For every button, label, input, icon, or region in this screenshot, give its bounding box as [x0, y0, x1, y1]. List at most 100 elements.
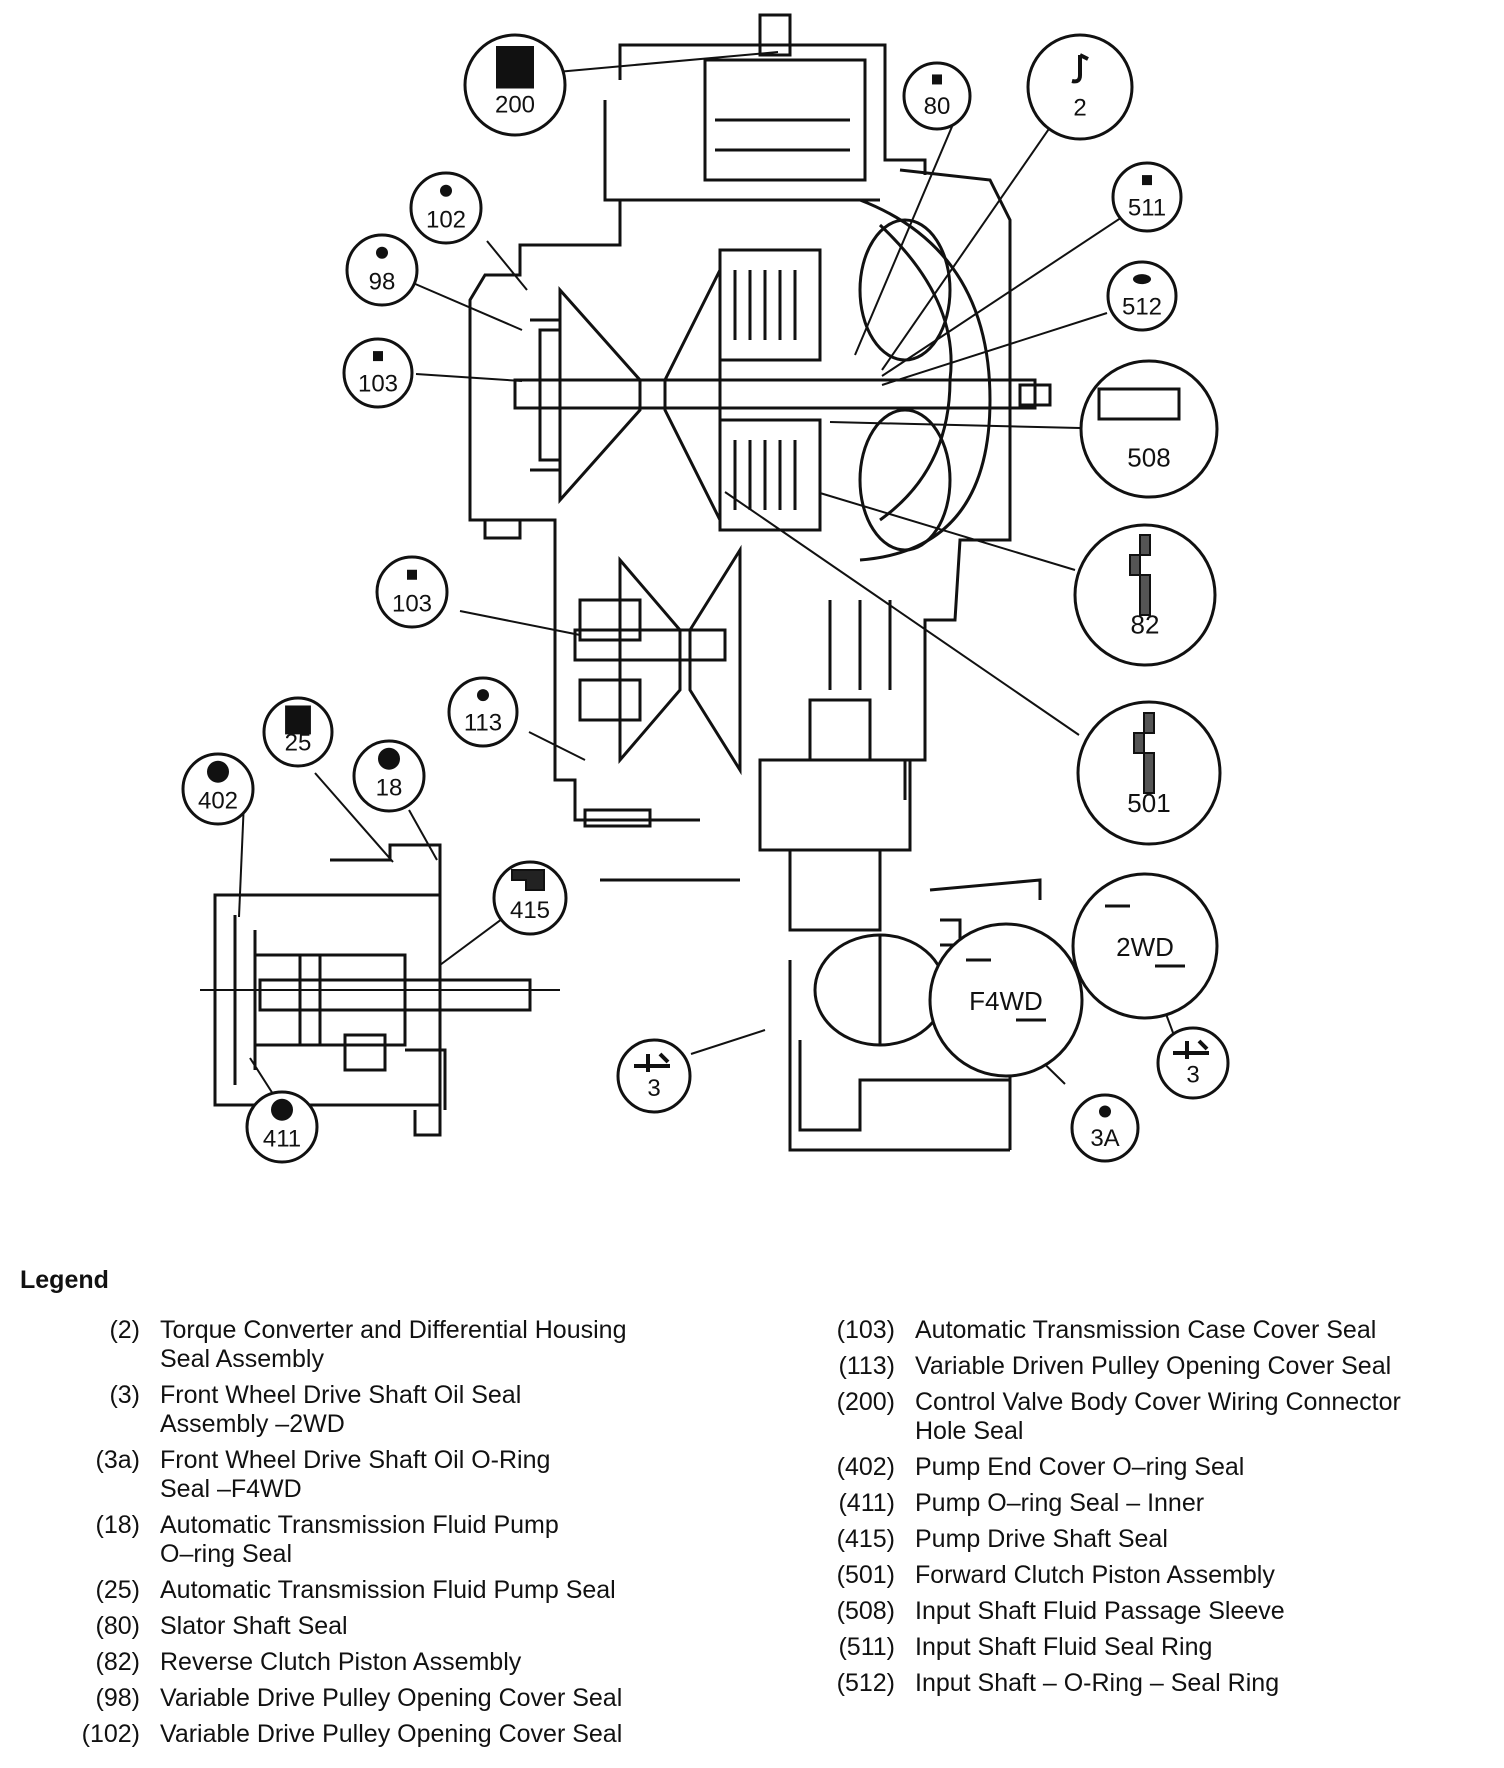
callout-icon-square-small — [1142, 175, 1152, 186]
legend-description: Front Wheel Drive Shaft Oil O-Ring Seal … — [160, 1446, 551, 1503]
callout-label: 512 — [1122, 294, 1162, 321]
callout-3: 3 — [616, 1038, 692, 1114]
legend-item: (18) Automatic Transmission Fluid Pump O–… — [40, 1511, 680, 1569]
callout-icon-piston — [1129, 534, 1151, 616]
legend-item: (3a) Front Wheel Drive Shaft Oil O-Ring S… — [40, 1446, 680, 1504]
callout-circle — [345, 233, 419, 307]
legend-description: Input Shaft Fluid Passage Sleeve — [915, 1597, 1285, 1625]
legend-code: (80) — [95, 1612, 140, 1640]
legend-code: (18) — [95, 1511, 140, 1539]
callout-label: 103 — [358, 371, 398, 398]
legend-description: Control Valve Body Cover Wiring Connecto… — [915, 1388, 1401, 1445]
legend-description: Reverse Clutch Piston Assembly — [160, 1648, 522, 1676]
callout-icon-piston — [1133, 712, 1155, 794]
callout-leader-lines — [238, 51, 1176, 1095]
legend-description: Forward Clutch Piston Assembly — [915, 1561, 1275, 1589]
legend-item: (3)Front Wheel Drive Shaft Oil Seal Asse… — [40, 1381, 680, 1439]
callout-label: 501 — [1127, 788, 1170, 818]
legend-left-column: (2)Torque Converter and Differential Hou… — [40, 1316, 680, 1756]
callout-label: 82 — [1131, 610, 1160, 640]
callout-3: 3 — [1156, 1026, 1230, 1100]
callout-icon-square-small — [932, 74, 942, 85]
callout-label: 25 — [285, 730, 312, 757]
legend-item: (511)Input Shaft Fluid Seal Ring — [795, 1633, 1495, 1662]
callout-circle — [342, 337, 414, 409]
callout-103: 103 — [342, 337, 414, 409]
callout-f4wd: F4WD — [928, 922, 1084, 1078]
callout-411: 411 — [245, 1090, 319, 1164]
callout-circle — [447, 676, 519, 748]
callout-label: 80 — [924, 93, 951, 120]
callout-circle — [1079, 359, 1219, 499]
callout-label: 411 — [263, 1125, 301, 1152]
callout-icon-dot-large — [271, 1098, 293, 1121]
legend-description: Slator Shaft Seal — [160, 1612, 348, 1640]
legend-description: Variable Driven Pulley Opening Cover Sea… — [915, 1352, 1392, 1380]
legend-code: (3a) — [95, 1446, 140, 1474]
callout-label: 200 — [495, 92, 535, 119]
callout-circle — [375, 555, 449, 629]
legend-item: (512)Input Shaft – O-Ring – Seal Ring — [795, 1669, 1495, 1698]
callout-icon-dot — [1099, 1105, 1111, 1118]
callout-label: 2WD — [1116, 932, 1174, 962]
callout-103: 103 — [375, 555, 449, 629]
legend-code: (512) — [836, 1669, 895, 1697]
callout-icon-square — [496, 46, 534, 89]
legend-description: Automatic Transmission Fluid Pump Seal — [160, 1576, 616, 1604]
callout-82: 82 — [1073, 523, 1217, 667]
callout-501: 501 — [1076, 700, 1222, 846]
callout-2: 2 — [1026, 33, 1134, 141]
legend-item: (80) Slator Shaft Seal — [40, 1612, 680, 1641]
callout-label: 511 — [1128, 195, 1166, 222]
callout-icon-dot-large — [378, 747, 400, 770]
callout-circle — [616, 1038, 692, 1114]
callout-circle — [928, 922, 1084, 1078]
legend-item: (200)Control Valve Body Cover Wiring Con… — [795, 1388, 1495, 1446]
callout-icon-dot-large — [207, 760, 229, 783]
callout-circle — [1156, 1026, 1230, 1100]
legend-title: Legend — [20, 1266, 109, 1294]
callout-circle — [1106, 260, 1178, 332]
callout-label: 402 — [198, 787, 238, 814]
callout-icon-oval — [1133, 274, 1151, 285]
callout-18: 18 — [352, 739, 426, 813]
legend-right-column: (103) Automatic Transmission Case Cover S… — [795, 1316, 1495, 1705]
callout-icon-detail — [966, 958, 1046, 1022]
callout-circle — [1070, 1093, 1140, 1163]
callout-2wd: 2WD — [1071, 872, 1219, 1020]
legend-code: (82) — [95, 1648, 140, 1676]
legend-item: (113)Variable Driven Pulley Opening Cove… — [795, 1352, 1495, 1381]
transmission-housing-drawing — [200, 13, 1052, 1152]
legend-code: (103) — [836, 1316, 895, 1344]
callout-25: 25 — [262, 696, 334, 768]
callout-icon-hook — [1071, 53, 1089, 84]
callout-icon-dot — [440, 184, 452, 197]
callout-80: 80 — [902, 61, 972, 131]
callout-label: 3 — [647, 1075, 660, 1102]
callout-402: 402 — [181, 752, 255, 826]
legend-code: (2) — [109, 1316, 140, 1344]
legend-item: (102)Variable Drive Pulley Opening Cover… — [40, 1720, 680, 1749]
callout-label: 415 — [510, 897, 550, 924]
legend-code: (411) — [838, 1489, 895, 1517]
legend-description: Automatic Transmission Fluid Pump O–ring… — [160, 1511, 559, 1568]
callout-circle — [1026, 33, 1134, 141]
callout-circle — [352, 739, 426, 813]
callout-icon-seal-lip — [634, 1052, 670, 1072]
callout-label: 102 — [426, 206, 466, 233]
callout-113: 113 — [447, 676, 519, 748]
callout-512: 512 — [1106, 260, 1178, 332]
callout-200: 200 — [463, 33, 567, 137]
legend-item: (415)Pump Drive Shaft Seal — [795, 1525, 1495, 1554]
legend-item: (402)Pump End Cover O–ring Seal — [795, 1453, 1495, 1482]
legend-code: (501) — [836, 1561, 895, 1589]
legend-description: Automatic Transmission Case Cover Seal — [915, 1316, 1377, 1344]
legend-description: Input Shaft Fluid Seal Ring — [915, 1633, 1213, 1661]
callout-label: 3A — [1090, 1125, 1119, 1152]
legend-item: (25)Automatic Transmission Fluid Pump Se… — [40, 1576, 680, 1605]
callout-icon-dot — [376, 246, 388, 259]
callout-102: 102 — [409, 171, 483, 245]
callout-circle — [1111, 161, 1183, 233]
